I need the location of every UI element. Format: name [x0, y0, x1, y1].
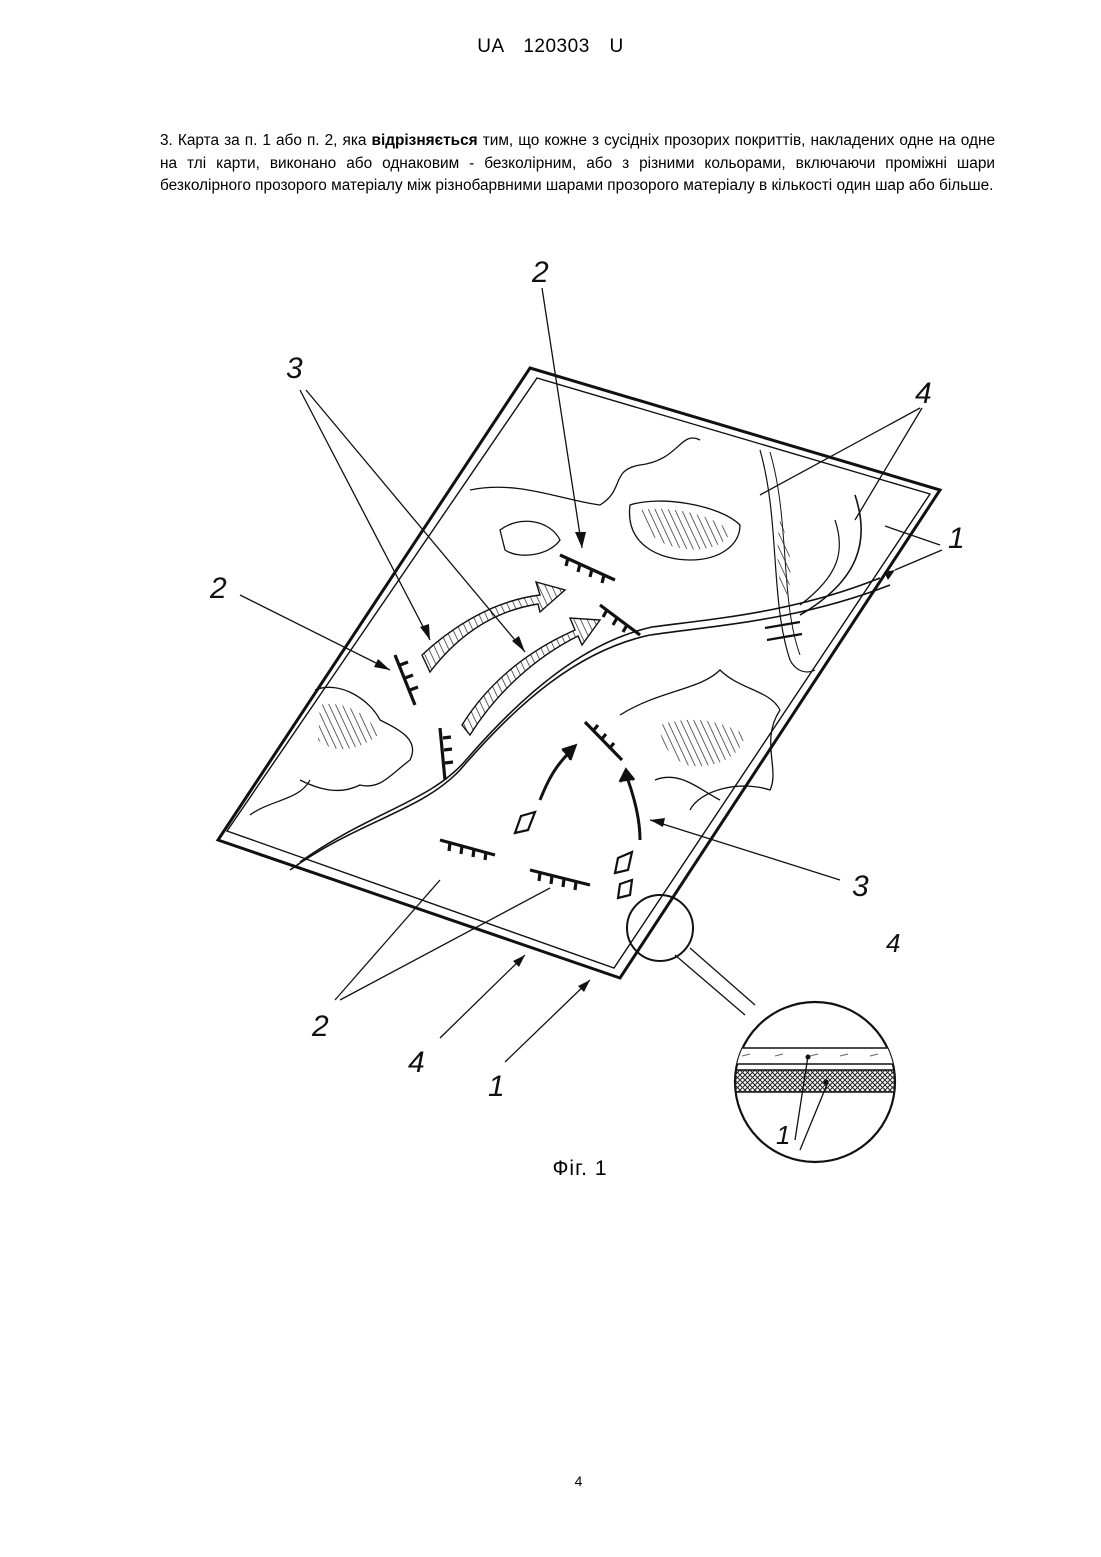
- page-number: 4: [0, 1473, 1101, 1489]
- cross-section-inset: [730, 1002, 900, 1162]
- inset-label-1: 1: [776, 1120, 790, 1150]
- map-sheet: [218, 368, 940, 978]
- ref-label-2-left: 2: [209, 572, 227, 605]
- inset-label-4: 4: [886, 928, 900, 958]
- ref-label-2-top: 2: [531, 256, 549, 289]
- ref-label-3-right: 3: [852, 870, 869, 903]
- ref-label-4-top: 4: [915, 377, 932, 410]
- ref-label-1-bottom: 1: [488, 1070, 505, 1103]
- detail-circle: [627, 895, 693, 961]
- leader-lines: [240, 288, 942, 1062]
- ref-label-4-bottom: 4: [408, 1046, 425, 1079]
- movement-arrows: [540, 746, 640, 840]
- ref-label-3-top: 3: [286, 352, 303, 385]
- figure-caption: Фіг. 1: [0, 1157, 1101, 1181]
- ref-label-1-right: 1: [948, 522, 965, 555]
- river: [290, 450, 890, 870]
- hatched-areas: [318, 509, 790, 767]
- bridge: [765, 622, 802, 640]
- ref-label-2-bottom: 2: [311, 1010, 329, 1043]
- unit-markers: [515, 812, 632, 898]
